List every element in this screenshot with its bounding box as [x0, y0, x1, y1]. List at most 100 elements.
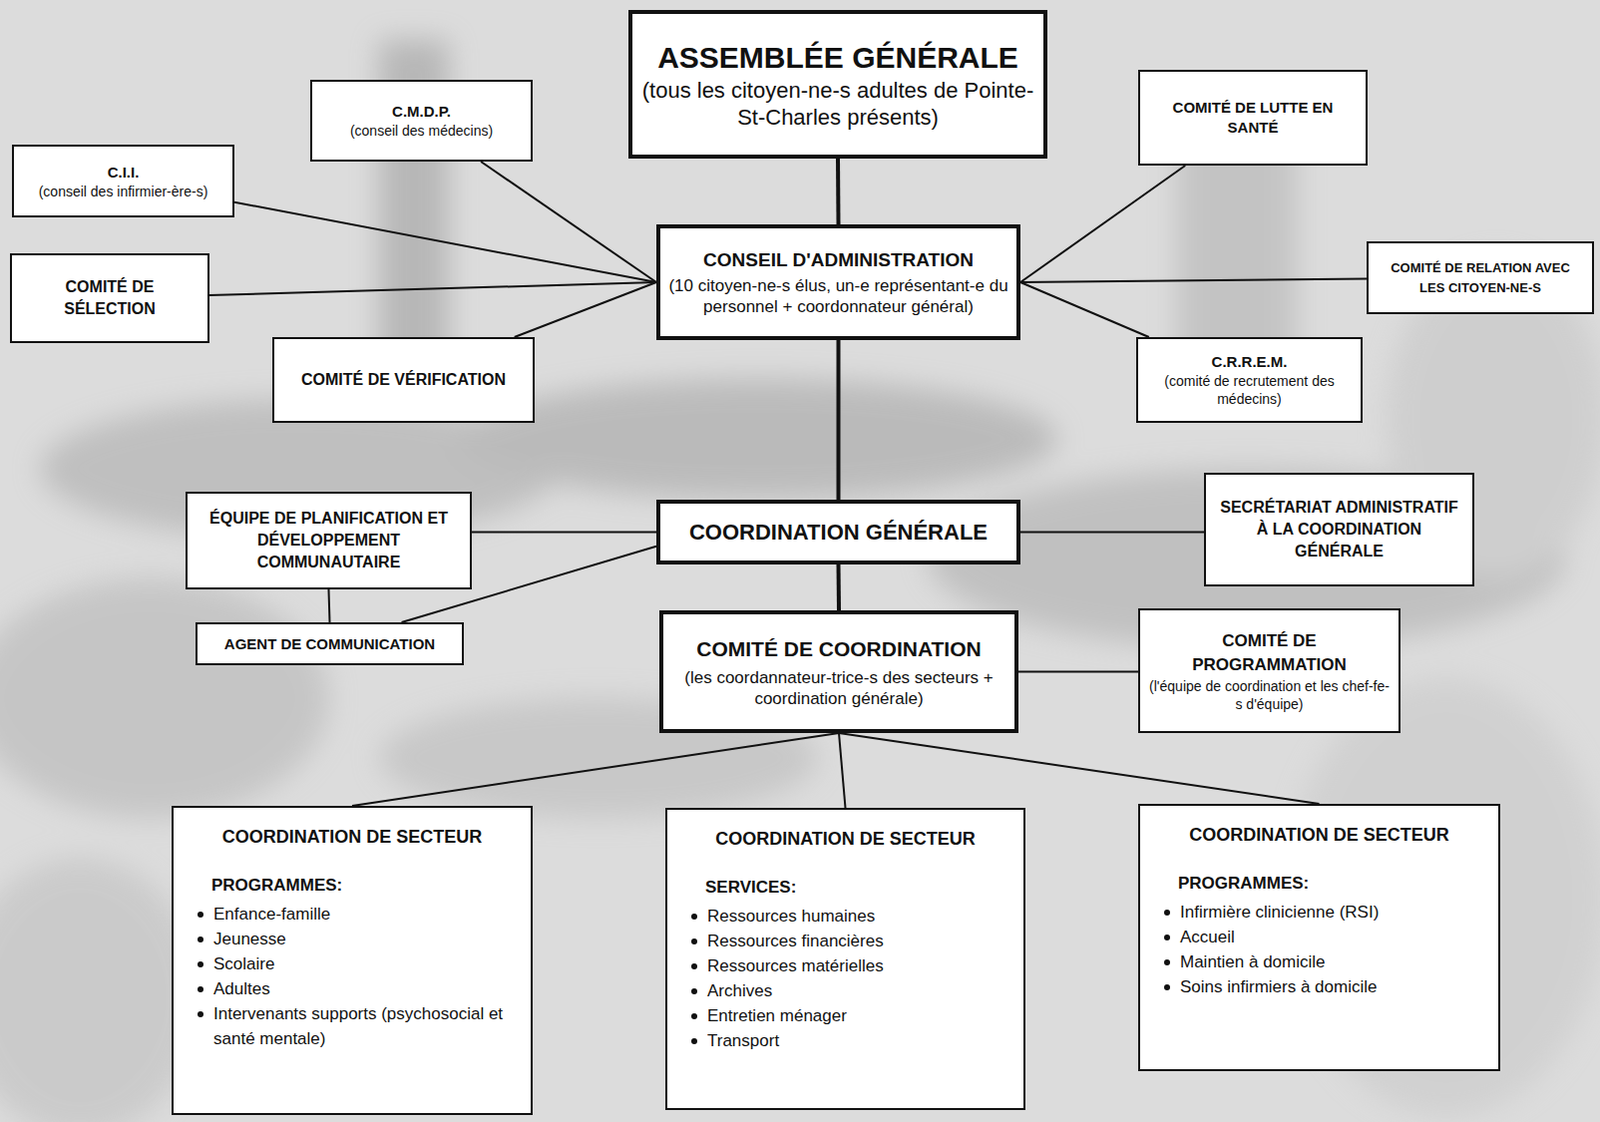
text-row: ASSEMBLÉE GÉNÉRALE	[640, 38, 1036, 77]
node-text: Archives	[707, 978, 773, 1004]
text-row: COMITÉ DE SÉLECTION	[19, 276, 200, 321]
node-text: C.I.I.	[107, 163, 140, 181]
node-text: COMITÉ DE PROGRAMMATION	[1192, 631, 1347, 675]
node-text: ASSEMBLÉE GÉNÉRALE	[657, 40, 1019, 74]
sector-box: COORDINATION DE SECTEUR SERVICES: Ressourc…	[665, 807, 1026, 1111]
connector-line	[471, 531, 657, 534]
text-row: AGENT DE COMMUNICATION	[205, 634, 454, 655]
node-text: (conseil des médecins)	[350, 122, 493, 139]
text-row: SERVICES:	[683, 875, 1008, 900]
text-row: Ressources financières	[683, 928, 1008, 954]
committee-box: COMITÉ DE COORDINATION (les coordannateur…	[659, 610, 1019, 734]
connector-line	[234, 202, 657, 283]
node-text: COORDINATION DE SECTEUR	[715, 828, 976, 849]
board-box: CONSEIL D'ADMINISTRATION (10 citoyen-ne-s…	[656, 224, 1021, 341]
council-box: C.I.I.(conseil des infirmier-ère-s)	[11, 144, 235, 218]
node-text: (l'équipe de coordination et les chef-fe…	[1149, 678, 1390, 713]
bullet-dot	[197, 911, 204, 918]
text-row: Archives	[683, 978, 1008, 1004]
text-row: (les coordannateur-trice-s des secteurs …	[671, 667, 1007, 710]
text-row: PROGRAMMES:	[189, 873, 515, 898]
bullet-dot	[691, 988, 698, 995]
node-text: ÉQUIPE DE PLANIFICATION ET DÉVELOPPEMENT…	[209, 509, 448, 571]
connector-line	[838, 733, 846, 808]
node-text: COORDINATION DE SECTEUR	[222, 826, 483, 847]
connector-line	[835, 158, 841, 225]
bullet-dot	[197, 1011, 204, 1018]
node-text: Intervenants supports (psychosocial et s…	[213, 1001, 515, 1052]
node-text: Entretien ménager	[707, 1003, 847, 1029]
node-text: Transport	[707, 1028, 780, 1054]
node-text: PROGRAMMES:	[211, 875, 343, 895]
connector-line	[836, 340, 841, 500]
node-text: (les coordannateur-trice-s des secteurs …	[684, 668, 993, 709]
connector-line	[352, 733, 839, 806]
node-text: Accueil	[1180, 924, 1235, 950]
node-text: C.R.R.E.M.	[1211, 353, 1288, 371]
node-text: COMITÉ DE LUTTE EN SANTÉ	[1173, 98, 1334, 136]
text-row: C.I.I.	[21, 162, 225, 183]
committee-box: COMITÉ DE RELATION AVEC LES CITOYEN-NE-S	[1366, 241, 1595, 315]
text-row: COMITÉ DE RELATION AVEC LES CITOYEN-NE-S	[1376, 258, 1585, 299]
connector-line	[1020, 531, 1204, 534]
node-text: Adultes	[213, 976, 271, 1002]
text-row: (conseil des infirmier-ère-s)	[21, 182, 225, 201]
bullet-dot	[1164, 959, 1171, 966]
node-text: CONSEIL D'ADMINISTRATION	[703, 249, 974, 271]
bullet-dot	[691, 938, 698, 945]
text-row: (comité de recrutement des médecins)	[1146, 372, 1353, 408]
text-row: Intervenants supports (psychosocial et s…	[189, 1001, 515, 1052]
bullet-dot	[691, 1038, 698, 1045]
text-row: COORDINATION DE SECTEUR	[1156, 819, 1483, 850]
node-text: PROGRAMMES:	[1178, 873, 1309, 893]
connector-line	[1020, 282, 1150, 338]
text-row: Transport	[683, 1028, 1008, 1054]
text-row: CONSEIL D'ADMINISTRATION	[668, 247, 1009, 274]
connector-line	[480, 161, 657, 283]
text-row: SECRÉTARIAT ADMINISTRATIF À LA COORDINAT…	[1213, 496, 1465, 563]
bullet-dot	[1164, 909, 1171, 916]
node-text: AGENT DE COMMUNICATION	[224, 635, 435, 653]
text-row: Soins infirmiers à domicile	[1156, 974, 1483, 1000]
bullet-dot	[197, 986, 204, 993]
text-row: ÉQUIPE DE PLANIFICATION ET DÉVELOPPEMENT…	[195, 507, 462, 574]
node-text: (comité de recrutement des médecins)	[1164, 373, 1334, 407]
text-row: C.R.R.E.M.	[1146, 352, 1353, 373]
node-text: Jeunesse	[213, 926, 287, 952]
assembly-box: ASSEMBLÉE GÉNÉRALE(tous les citoyen-ne-s…	[628, 9, 1048, 159]
committee-box: COMITÉ DE SÉLECTION	[9, 253, 210, 344]
committee-box: COMITÉ DE PROGRAMMATION(l'équipe de coor…	[1138, 608, 1401, 734]
council-box: C.M.D.P.(conseil des médecins)	[310, 79, 533, 162]
text-row: (10 citoyen-ne-s élus, un-e représentant…	[668, 275, 1009, 318]
text-row: Accueil	[1156, 924, 1483, 950]
node-text: Enfance-famille	[213, 901, 331, 927]
text-row: (conseil des médecins)	[320, 121, 523, 140]
node-text: COORDINATION GÉNÉRALE	[689, 519, 988, 545]
connector-line	[329, 589, 331, 623]
coordination-box: COORDINATION GÉNÉRALE	[656, 499, 1021, 565]
agent-box: AGENT DE COMMUNICATION	[195, 622, 464, 666]
node-text: (tous les citoyen-ne-s adultes de Pointe…	[642, 77, 1035, 130]
connector-line	[838, 733, 1320, 804]
node-text: COMITÉ DE VÉRIFICATION	[301, 371, 506, 389]
text-row: COORDINATION DE SECTEUR	[189, 821, 515, 852]
node-text: Scolaire	[213, 951, 275, 977]
connector-line	[836, 564, 842, 611]
text-row: Entretien ménager	[683, 1003, 1008, 1029]
text-row: (l'équipe de coordination et les chef-fe…	[1148, 677, 1391, 714]
text-row: Jeunesse	[189, 926, 515, 952]
sector-box: COORDINATION DE SECTEUR PROGRAMMES: Infirm…	[1138, 803, 1501, 1072]
text-row: C.M.D.P.	[320, 101, 523, 122]
text-row: Infirmière clinicienne (RSI)	[1156, 899, 1483, 925]
text-row: COORDINATION GÉNÉRALE	[668, 518, 1009, 547]
connector-line	[1020, 279, 1367, 283]
text-row: Ressources humaines	[683, 903, 1008, 929]
text-row: Enfance-famille	[189, 901, 515, 927]
node-text: SERVICES:	[705, 877, 797, 897]
connector-line	[1018, 671, 1139, 674]
connector-line	[514, 282, 657, 338]
node-text: COMITÉ DE RELATION AVEC LES CITOYEN-NE-S	[1390, 260, 1571, 296]
node-text: COMITÉ DE COORDINATION	[696, 637, 981, 661]
bullet-dot	[197, 961, 204, 968]
